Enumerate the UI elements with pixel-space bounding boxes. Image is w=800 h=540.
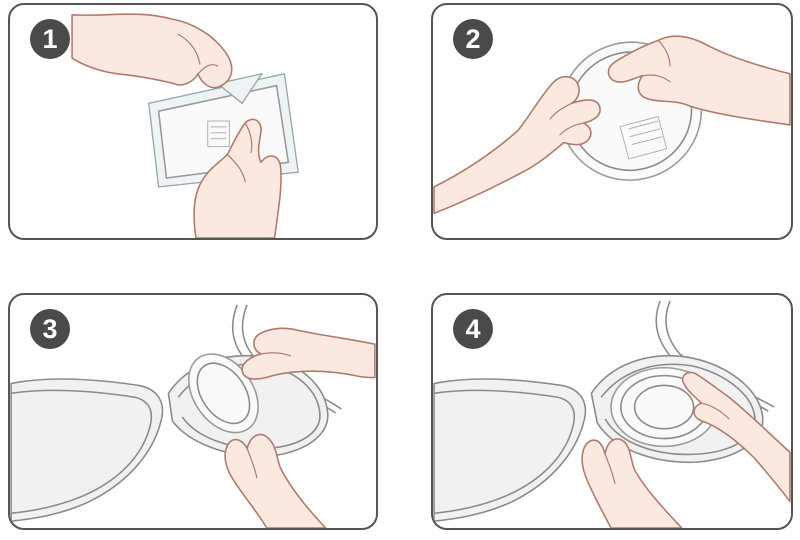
step-1-panel: 1	[8, 3, 378, 240]
step-3-badge: 3	[30, 309, 70, 349]
step-2-badge: 2	[453, 19, 493, 59]
holding-hand	[433, 75, 601, 215]
step-4-badge: 4	[453, 309, 493, 349]
bra-left-cup	[10, 378, 164, 522]
pressing-hand-right	[682, 371, 791, 503]
peeling-hand	[607, 35, 791, 126]
step-4-panel: 4	[431, 293, 793, 530]
upper-hand	[71, 13, 233, 89]
step-1-badge: 1	[30, 19, 70, 59]
bra-left-cup	[433, 378, 587, 522]
step-2-panel: 2	[431, 3, 793, 240]
lower-hand	[193, 118, 282, 238]
open-package-illustration	[71, 13, 299, 238]
step-3-panel: 3	[8, 293, 378, 530]
upper-hand	[241, 327, 376, 380]
press-pad-illustration	[433, 300, 791, 528]
place-pad-illustration	[10, 304, 376, 528]
peel-backing-illustration	[433, 35, 791, 215]
lower-hand	[224, 433, 327, 528]
